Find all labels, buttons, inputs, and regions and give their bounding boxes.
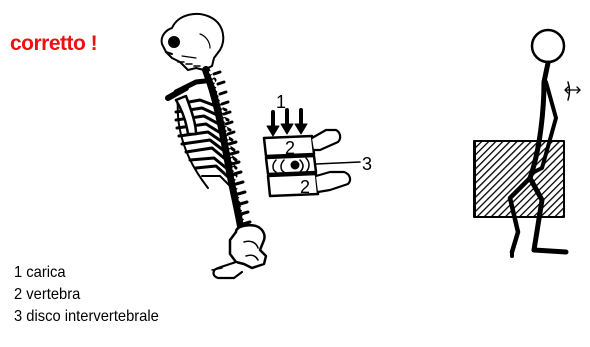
callout-vertebra-bottom-number: 2 xyxy=(300,177,310,197)
callout-vertebra-top-number: 2 xyxy=(285,138,295,158)
box-shading xyxy=(474,141,476,217)
load-arrows xyxy=(267,110,307,136)
callout-load-number: 1 xyxy=(276,92,286,112)
skull-icon xyxy=(162,14,224,70)
legend: 1 carica 2 vertebra 3 disco intervertebr… xyxy=(14,262,171,328)
stick-figure-lifting xyxy=(474,30,580,256)
vertebra-upper xyxy=(264,130,340,156)
callout-disc-number: 3 xyxy=(362,154,372,174)
vertebra-detail xyxy=(264,110,360,196)
skeleton-illustration xyxy=(162,14,266,278)
legend-item-disc: 3 disco intervertebrale xyxy=(14,306,159,328)
intervertebral-disc xyxy=(266,156,316,174)
legend-item-load: 1 carica xyxy=(14,262,159,284)
legend-item-vertebra: 2 vertebra xyxy=(14,284,159,306)
spine xyxy=(206,70,250,232)
figure-head xyxy=(532,30,564,62)
pelvis xyxy=(212,225,266,278)
load-box xyxy=(474,141,564,217)
